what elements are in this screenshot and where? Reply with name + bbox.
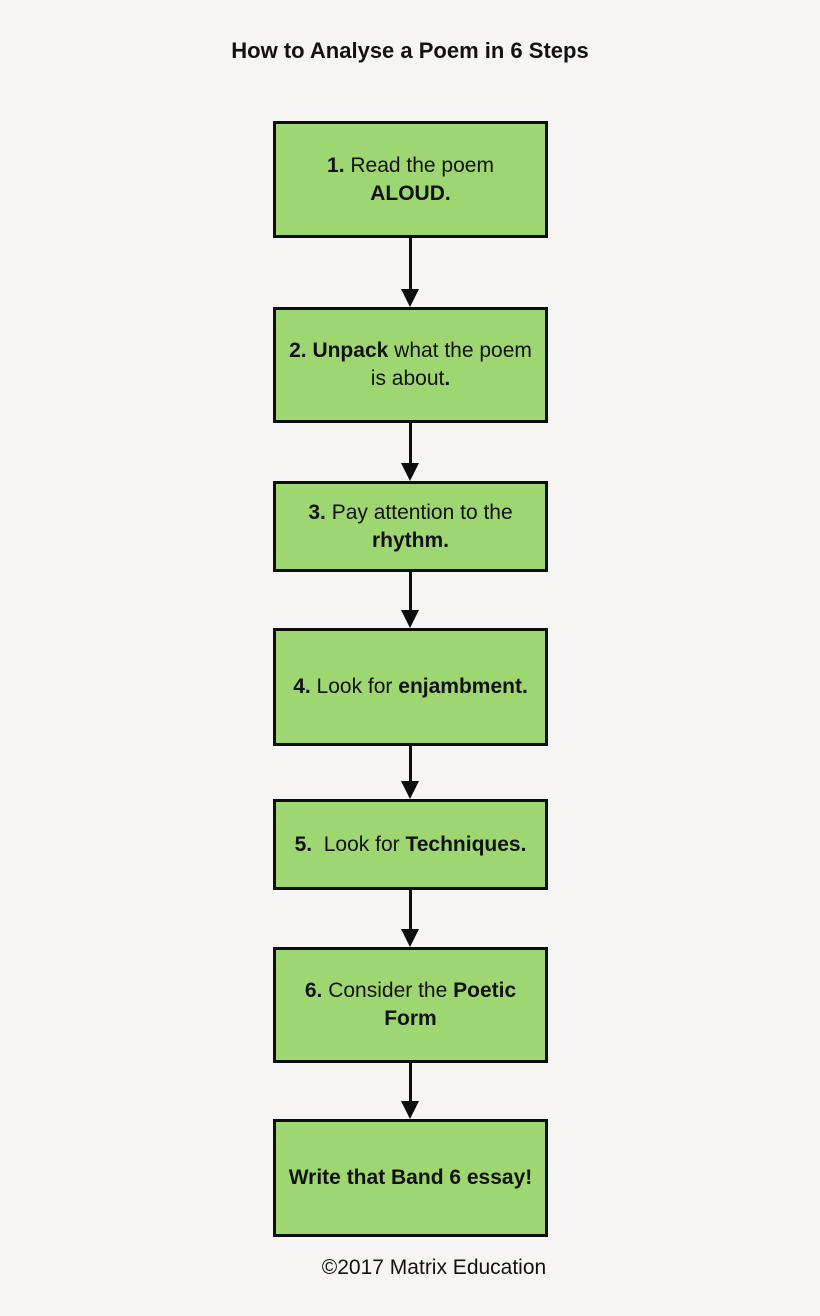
arrow-head-icon bbox=[401, 610, 419, 628]
page-title: How to Analyse a Poem in 6 Steps bbox=[231, 38, 589, 63]
flow-arrow-4 bbox=[401, 746, 420, 799]
flow-arrow-2 bbox=[401, 423, 420, 481]
step-1-label: 1. Read the poem ALOUD. bbox=[327, 153, 494, 205]
step-box-6: 6. Consider the Poetic Form bbox=[273, 947, 548, 1063]
arrow-head-icon bbox=[401, 929, 419, 947]
arrow-head-icon bbox=[401, 1101, 419, 1119]
copyright-text: ©2017 Matrix Education bbox=[321, 1256, 547, 1279]
step-box-3: 3. Pay attention to the rhythm. bbox=[273, 481, 548, 572]
step-box-2: 2. Unpack what the poem is about. bbox=[273, 307, 548, 423]
arrow-shaft bbox=[409, 746, 412, 785]
step-5-label: 5. Look for Techniques. bbox=[294, 832, 527, 856]
arrow-shaft bbox=[409, 1063, 412, 1105]
step-7-label: Write that Band 6 essay! bbox=[288, 1166, 533, 1189]
flow-arrow-5 bbox=[401, 890, 420, 947]
step-3-label: 3. Pay attention to the rhythm. bbox=[308, 500, 513, 552]
step-box-4: 4. Look for enjambment. bbox=[273, 628, 548, 746]
arrow-shaft bbox=[409, 423, 412, 467]
flow-arrow-1 bbox=[401, 238, 420, 307]
arrow-head-icon bbox=[401, 463, 419, 481]
arrow-shaft bbox=[409, 572, 412, 614]
arrow-shaft bbox=[409, 890, 412, 933]
step-box-1: 1. Read the poem ALOUD. bbox=[273, 121, 548, 238]
arrow-head-icon bbox=[401, 289, 419, 307]
step-6-label: 6. Consider the Poetic Form bbox=[304, 979, 517, 1030]
step-2-label: 2. Unpack what the poem is about. bbox=[289, 339, 532, 390]
step-box-7: Write that Band 6 essay! bbox=[273, 1119, 548, 1237]
flow-arrow-3 bbox=[401, 572, 420, 628]
arrow-head-icon bbox=[401, 781, 419, 799]
step-4-label: 4. Look for enjambment. bbox=[293, 675, 528, 698]
arrow-shaft bbox=[409, 238, 412, 293]
step-box-5: 5. Look for Techniques. bbox=[273, 799, 548, 890]
flow-arrow-6 bbox=[401, 1063, 420, 1119]
